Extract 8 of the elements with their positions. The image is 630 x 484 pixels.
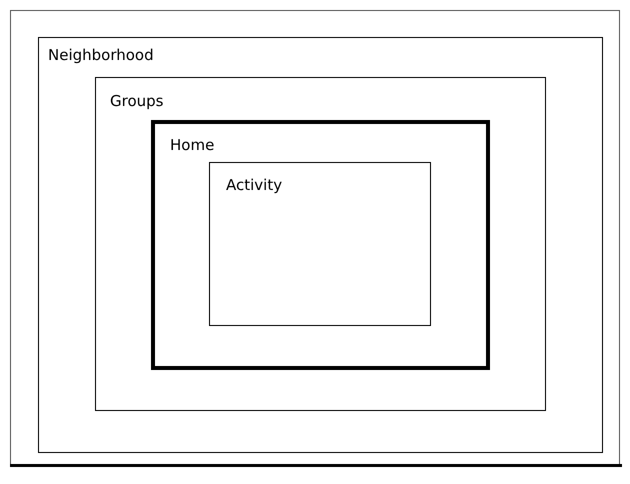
box-label: Neighborhood [48, 46, 154, 64]
nested-box [209, 162, 431, 326]
box-label: Home [170, 136, 214, 154]
nested-box [38, 37, 603, 453]
box-label: Activity [226, 176, 282, 194]
box-label: Groups [110, 92, 164, 110]
nested-box [151, 120, 490, 370]
nested-box [95, 77, 546, 411]
